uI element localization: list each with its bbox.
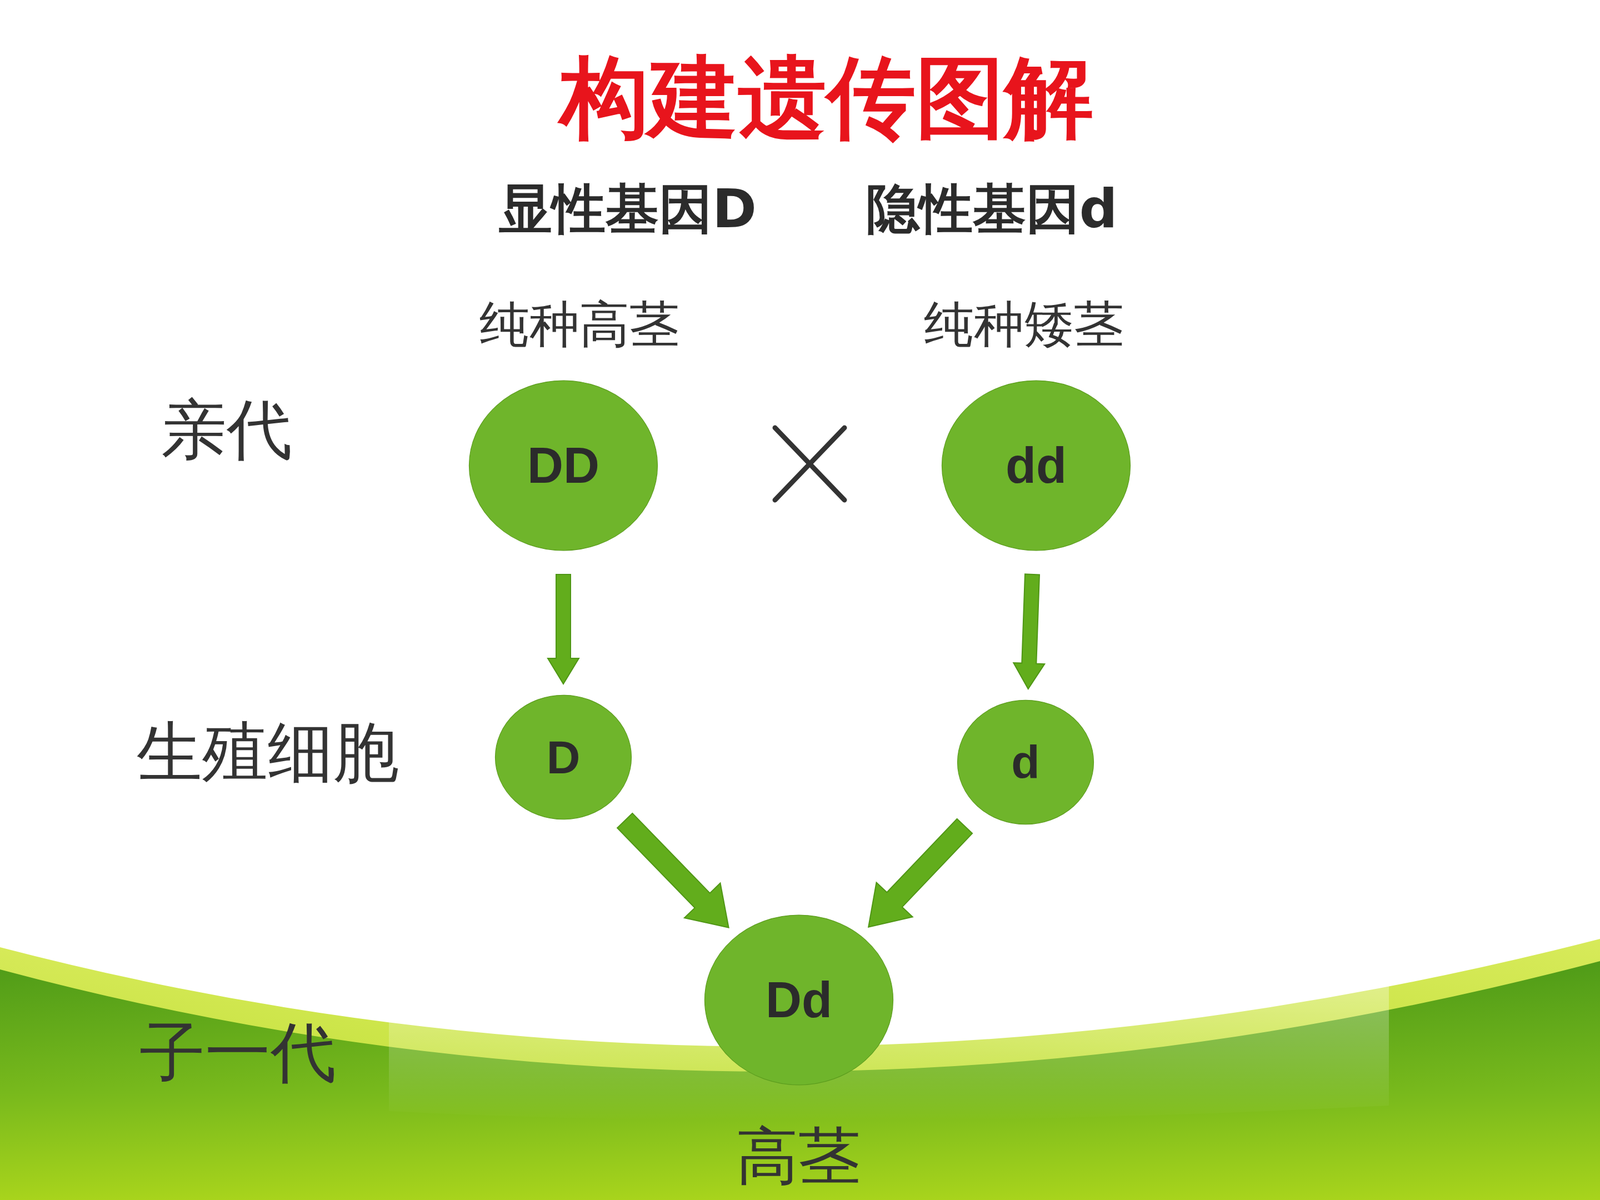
arrow-connector [617, 813, 729, 928]
genotype-text: DD [527, 437, 600, 495]
gene-circle: D [493, 693, 633, 821]
parent-label: 纯种高茎 [479, 291, 680, 359]
cross-symbol [775, 427, 845, 500]
genotype-text: Dd [765, 971, 833, 1029]
row-label: 亲代 [161, 386, 293, 475]
arrow-connector [868, 818, 973, 928]
trait-label: 高茎 [736, 1115, 861, 1199]
genotype-text: d [1011, 735, 1040, 790]
gene-circle: DD [467, 378, 660, 553]
parent-label: 纯种矮茎 [923, 291, 1124, 359]
gene-circle: dd [940, 378, 1133, 553]
gene-label: 显性基因D [498, 173, 757, 247]
gene-label: 隐性基因d [866, 173, 1118, 247]
gene-circle: Dd [702, 913, 895, 1087]
arrow-connector [1013, 573, 1045, 689]
genotype-text: D [546, 730, 581, 785]
title: 构建遗传图解 [560, 38, 1094, 159]
row-label: 子一代 [139, 1008, 337, 1098]
row-label: 生殖细胞 [136, 708, 399, 798]
genotype-text: dd [1005, 437, 1067, 495]
gene-circle: d [956, 698, 1095, 826]
arrow-connector [547, 574, 579, 684]
